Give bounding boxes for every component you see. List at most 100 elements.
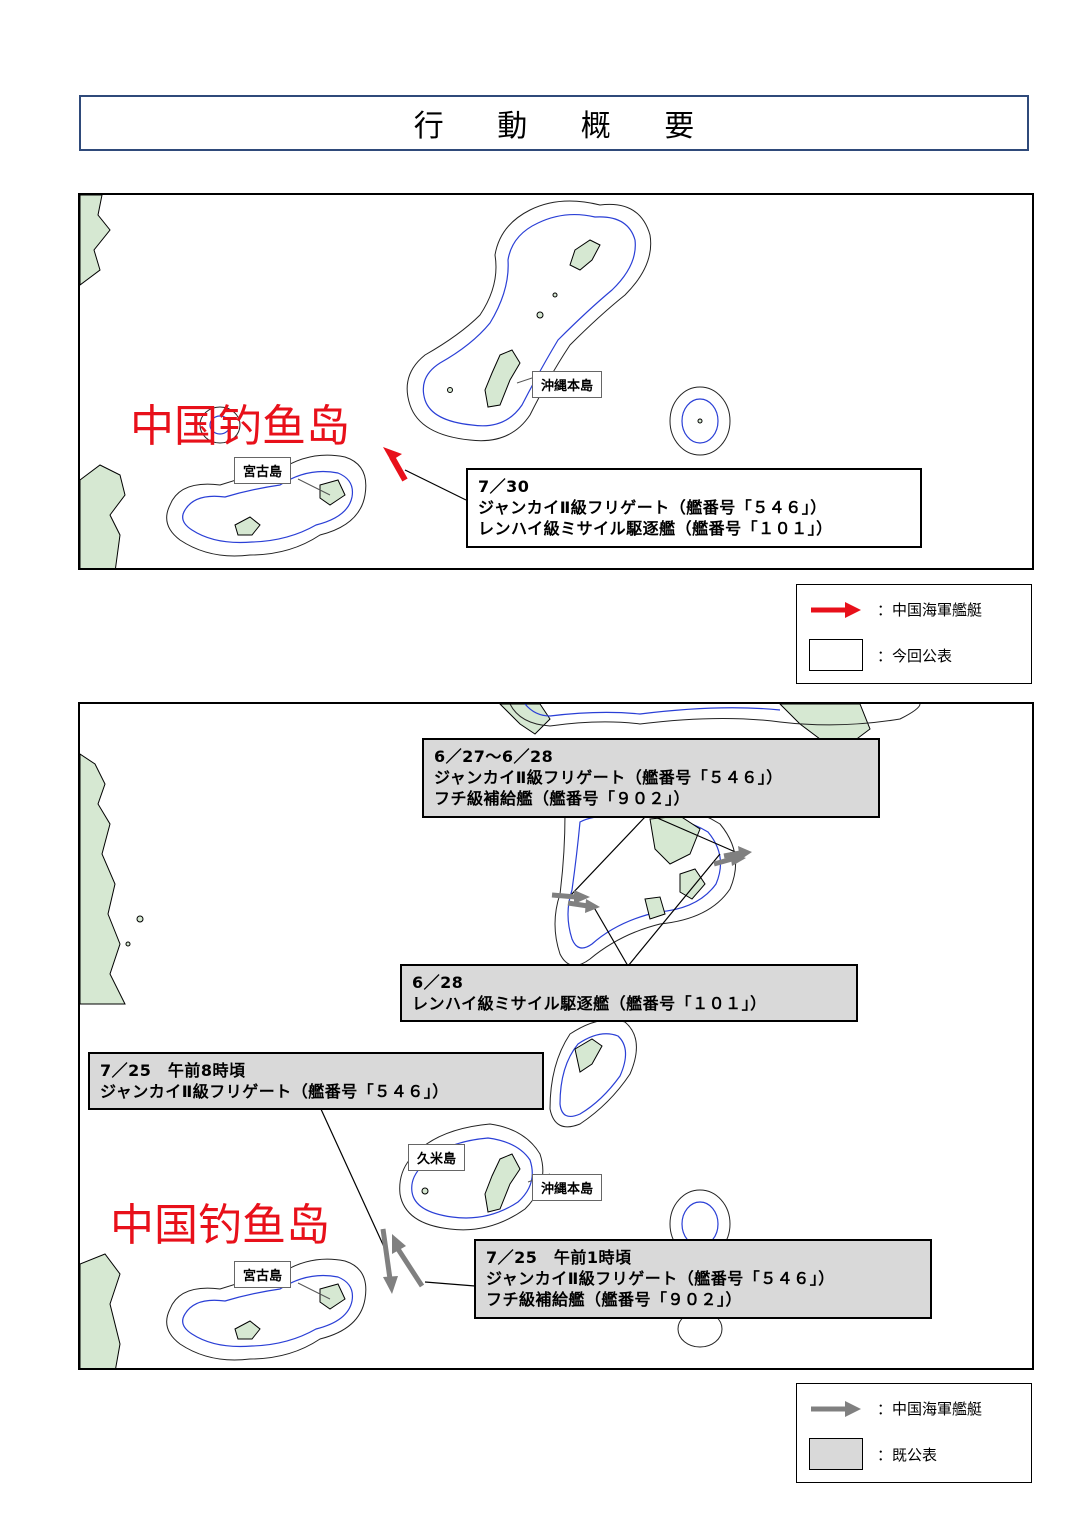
- territorial-boundary-outer: [399, 1123, 544, 1231]
- island-amami: [574, 1038, 603, 1073]
- bottom-map: 久米島 沖縄本島 宮古島 中国钓鱼岛 6／27～6／28 ジャンカイⅡ級フリゲー…: [78, 702, 1034, 1370]
- legend-label: ：中国海軍艦艇: [877, 1400, 983, 1418]
- leader-line: [424, 1281, 476, 1287]
- territorial-boundary-outer: [554, 802, 737, 966]
- island-ishigaki: [234, 1320, 261, 1340]
- info-box-0725-am1: 7／25 午前1時頃 ジャンカイⅡ級フリゲート（艦番号「５４６」） フチ級補給艦…: [474, 1239, 932, 1319]
- island: [125, 941, 131, 947]
- ship-track-arrowhead: [383, 1276, 398, 1294]
- info-line: 7／25 午前1時頃: [486, 1248, 632, 1267]
- bottom-map-canvas: [80, 704, 921, 1368]
- leader-line: [627, 853, 721, 967]
- territorial-boundary-outer: [509, 704, 921, 727]
- info-line: フチ級補給艦（艦番号「９０２」）: [434, 789, 691, 808]
- ship-track-arrow: [567, 900, 589, 909]
- island-amami: [569, 239, 601, 271]
- leader-line: [569, 816, 646, 897]
- top-map: 沖縄本島 宮古島 中国钓鱼岛 7／30 ジャンカイⅡ級フリゲート（艦番号「５４６…: [78, 193, 1034, 570]
- info-line: 6／27～6／28: [434, 747, 554, 766]
- legend-bottom: ：中国海軍艦艇 ：既公表: [796, 1383, 1032, 1483]
- legend-row-box: ：既公表: [809, 1438, 937, 1470]
- territorial-boundary-inner: [422, 213, 636, 427]
- label-kume: 久米島: [408, 1144, 466, 1171]
- island-kume: [421, 1187, 429, 1195]
- gray-arrow-icon: [811, 1400, 861, 1417]
- leader-line: [404, 469, 467, 501]
- legend-label: ：今回公表: [877, 646, 953, 665]
- info-line: ジャンカイⅡ級フリゲート（艦番号「５４６」）: [434, 768, 783, 787]
- island: [552, 292, 558, 298]
- label-miyako: 宮古島: [234, 457, 292, 484]
- label-okinawa: 沖縄本島: [532, 1174, 603, 1201]
- info-line: フチ級補給艦（艦番号「９０２」）: [486, 1290, 743, 1309]
- top-map-canvas: [80, 195, 731, 568]
- island-ishigaki: [234, 516, 261, 536]
- territorial-boundary-inner: [182, 1274, 354, 1348]
- info-box-0725-am8: 7／25 午前8時頃 ジャンカイⅡ級フリゲート（艦番号「５４６」）: [88, 1052, 544, 1110]
- island-yakushima: [679, 868, 706, 900]
- territorial-boundary-inner: [681, 398, 719, 444]
- island-okinawa: [484, 1153, 521, 1213]
- ship-track-arrowhead: [383, 447, 402, 461]
- label-miyako: 宮古島: [234, 1261, 292, 1288]
- overlay-caption: 中国钓鱼岛: [110, 1200, 330, 1251]
- legend-row-arrow: ：中国海軍艦艇: [809, 1398, 982, 1419]
- info-line: レンハイ級ミサイル駆逐艦（艦番号「１０１」）: [478, 519, 833, 538]
- legend-top: ：中国海軍艦艇 ：今回公表: [796, 584, 1032, 684]
- leader-line: [297, 1282, 331, 1300]
- island-miyako: [319, 1283, 346, 1310]
- info-box-0730: 7／30 ジャンカイⅡ級フリゲート（艦番号「５４６」） レンハイ級ミサイル駆逐艦…: [466, 468, 922, 548]
- territorial-boundary-outer: [199, 406, 241, 444]
- legend-label: ：既公表: [877, 1445, 938, 1464]
- info-line: ジャンカイⅡ級フリゲート（艦番号「５４６」）: [478, 498, 827, 517]
- white-swatch: [809, 639, 863, 671]
- leader-line: [297, 478, 331, 496]
- info-box-0628: 6／28 レンハイ級ミサイル駆逐艦（艦番号「１０１」）: [400, 964, 858, 1022]
- island-okinawa: [484, 349, 521, 408]
- ship-track-arrow: [551, 892, 577, 900]
- gray-swatch: [809, 1438, 863, 1470]
- mainland-coast: [80, 1253, 121, 1368]
- ship-track-arrow: [713, 856, 733, 867]
- ship-track-arrow: [723, 850, 741, 859]
- territorial-boundary-inner: [182, 470, 354, 544]
- legend-row-box: ：今回公表: [809, 639, 952, 671]
- leader-line: [591, 903, 629, 967]
- territorial-boundary-outer: [669, 386, 731, 456]
- island-tanegashima: [649, 815, 701, 865]
- overlay-caption: 中国钓鱼岛: [130, 401, 350, 452]
- territorial-boundary-inner: [524, 704, 781, 717]
- mainland-coast: [80, 753, 126, 1005]
- ship-track-arrowhead: [392, 1234, 406, 1254]
- info-box-0627: 6／27～6／28 ジャンカイⅡ級フリゲート（艦番号「５４６」） フチ級補給艦（…: [422, 738, 880, 818]
- page-title-box: 行 動 概 要: [79, 95, 1029, 151]
- legend-label: ：中国海軍艦艇: [877, 601, 983, 619]
- info-line: 7／25 午前8時頃: [100, 1061, 246, 1080]
- mainland-coast: [80, 195, 111, 286]
- legend-row-arrow: ：中国海軍艦艇: [809, 599, 982, 620]
- page-title: 行 動 概 要: [413, 109, 717, 144]
- island: [136, 915, 144, 923]
- island: [536, 311, 544, 319]
- ship-track-arrow: [395, 1247, 425, 1288]
- territorial-boundary-inner: [209, 415, 231, 435]
- leader-line: [319, 1106, 386, 1250]
- label-okinawa: 沖縄本島: [532, 371, 603, 398]
- red-arrow-icon: [811, 601, 861, 618]
- ship-track-arrow: [389, 455, 408, 482]
- info-line: 6／28: [412, 973, 464, 992]
- ship-track-arrowhead: [585, 899, 600, 913]
- island: [697, 418, 703, 424]
- island: [644, 896, 666, 920]
- info-line: 7／30: [478, 477, 530, 496]
- info-line: ジャンカイⅡ級フリゲート（艦番号「５４６」）: [100, 1082, 449, 1101]
- island-miyako: [319, 479, 346, 506]
- ship-track-arrowhead: [574, 890, 590, 904]
- ship-track-arrow: [380, 1228, 393, 1280]
- mainland-coast: [80, 464, 126, 568]
- territorial-boundary-inner: [559, 1033, 627, 1117]
- info-line: レンハイ級ミサイル駆逐艦（艦番号「１０１」）: [412, 994, 767, 1013]
- territorial-boundary-outer: [406, 200, 652, 442]
- info-line: ジャンカイⅡ級フリゲート（艦番号「５４６」）: [486, 1269, 835, 1288]
- island: [447, 387, 453, 393]
